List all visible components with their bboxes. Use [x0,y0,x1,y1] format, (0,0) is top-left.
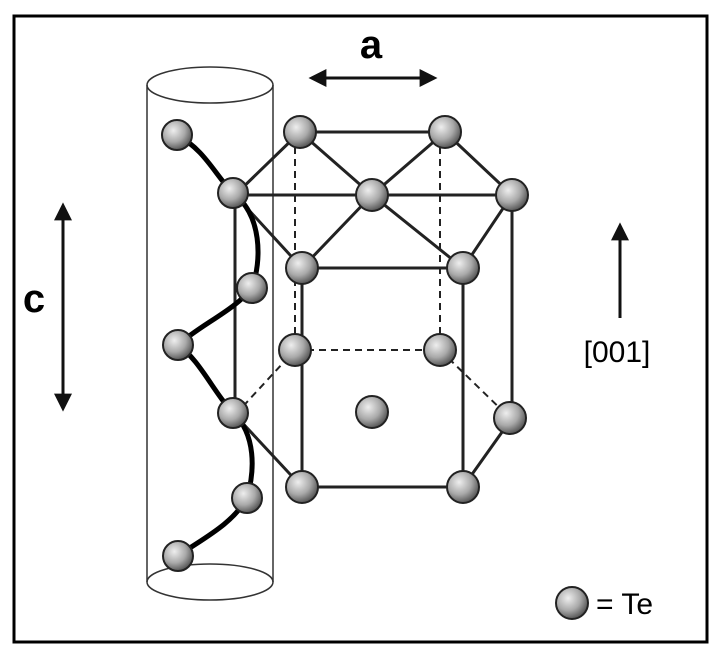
te-atom [495,178,529,212]
te-atom [162,540,194,572]
te-atom [217,397,249,429]
te-atom [446,470,480,504]
te-atom [423,333,457,367]
te-atom [283,115,317,149]
te-atom [446,251,480,285]
te-atom [355,178,389,212]
te-atom [236,272,268,304]
te-atoms [161,115,529,572]
legend-te-label: = Te [596,588,653,621]
te-atom [493,401,527,435]
direction-001-label: [001] [584,336,651,369]
te-atom [355,395,389,429]
te-atom [162,329,194,361]
te-atom [231,482,263,514]
lattice-constant-a-label: a [360,23,383,67]
lattice-constant-c-label: c [23,277,45,321]
legend-te-atom-icon [555,586,589,620]
te-atom [161,119,193,151]
legend: = Te [555,586,653,621]
figure-frame [12,14,709,644]
te-atom [428,115,462,149]
te-atom [285,251,319,285]
helix-cylinder [146,66,274,601]
te-atom [285,470,319,504]
te-atom [278,333,312,367]
te-atom [217,177,249,209]
